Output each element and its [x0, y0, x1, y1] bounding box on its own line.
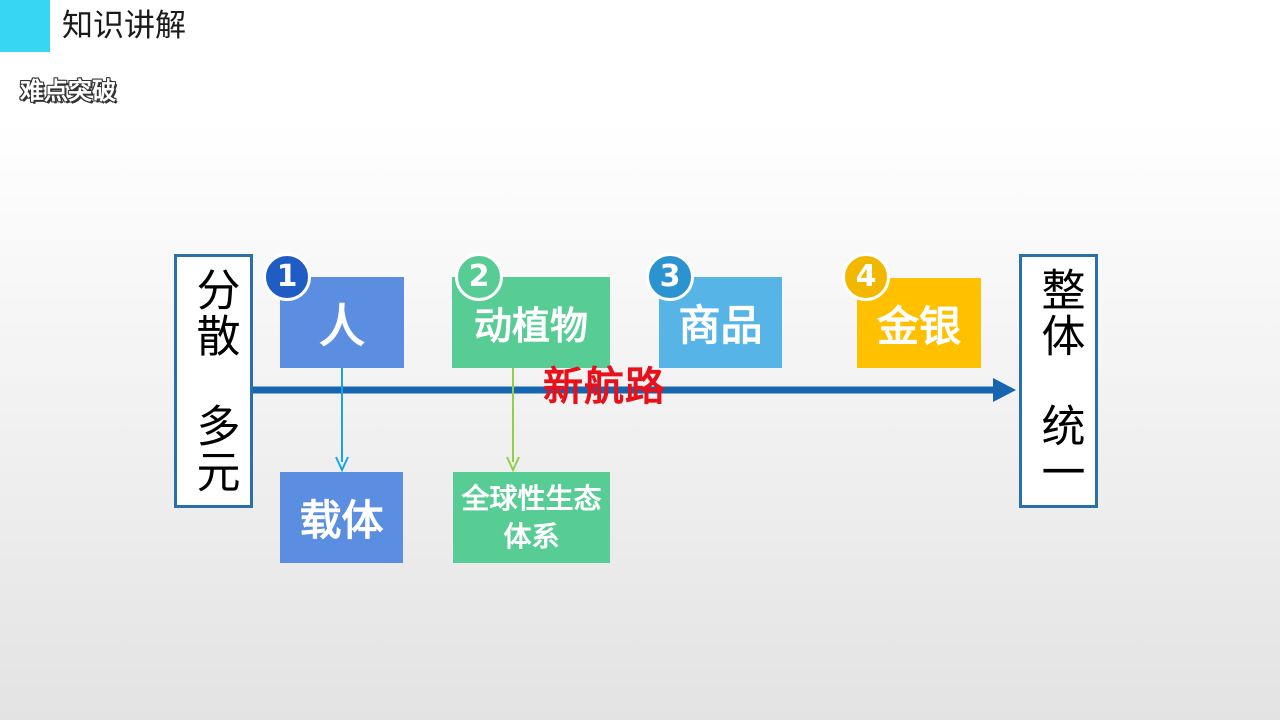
connector-people-carrier-head	[335, 456, 349, 473]
left-box-dispersed: 分散 多元	[174, 254, 253, 508]
page-title: 知识讲解	[62, 8, 186, 44]
result-box-global-ecosystem: 全球性生态体系	[453, 472, 610, 563]
route-label: 新航路	[543, 363, 666, 410]
number-badge-3: 3	[646, 253, 694, 301]
right-box-line2: 统一	[1033, 403, 1085, 495]
connector-plants-eco-head	[506, 456, 520, 473]
number-badge-1: 1	[263, 253, 311, 301]
result-box-carrier: 载体	[280, 472, 403, 563]
header-accent-bar	[0, 0, 50, 52]
right-box-line1: 整体	[1033, 267, 1085, 359]
number-badge-2: 2	[455, 253, 503, 301]
main-arrow-head	[993, 378, 1016, 402]
right-box-unified: 整体 统一	[1019, 254, 1098, 508]
section-subtitle: 难点突破	[20, 77, 116, 105]
number-badge-4: 4	[842, 253, 890, 301]
left-box-line1: 分散	[188, 267, 240, 359]
item-box-people: 人	[280, 277, 404, 368]
left-box-line2: 多元	[188, 403, 240, 495]
